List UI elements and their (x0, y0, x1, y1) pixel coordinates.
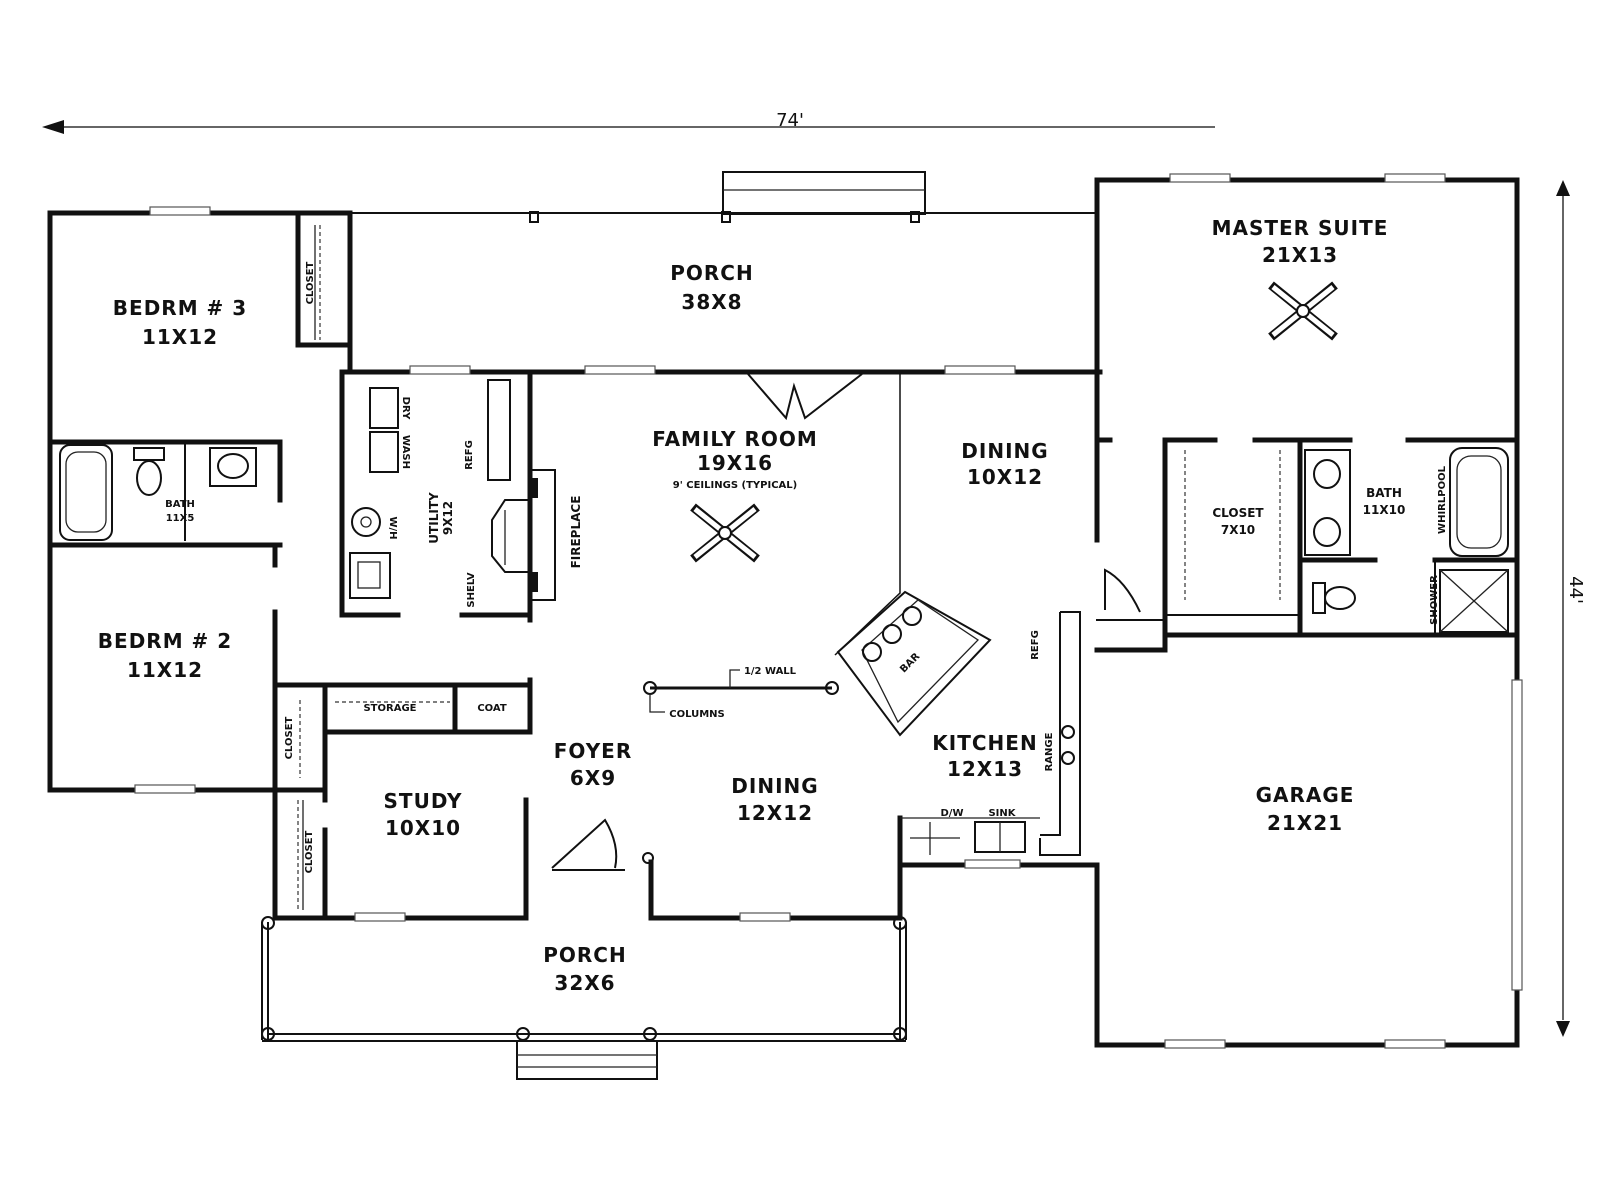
room-bedroom-2: BEDRM # 2 11X12 (98, 629, 232, 682)
master-bath-fixtures (1304, 447, 1509, 633)
bar-label: BAR (898, 651, 922, 675)
room-name: STUDY (384, 789, 463, 813)
fixture-labels: CLOSET CLOSET CLOSET FIREPLACE REFG SHEL… (284, 261, 1448, 873)
sink-label: SINK (988, 808, 1016, 819)
room-size: 11X5 (166, 513, 195, 524)
closet-label: CLOSET (305, 261, 316, 304)
storage-label: STORAGE (363, 703, 416, 714)
room-name: CLOSET (1212, 506, 1264, 520)
dishwasher-label: D/W (941, 808, 964, 819)
shelves-label: SHELV (466, 572, 477, 607)
room-master-suite: MASTER SUITE 21X13 (1212, 216, 1389, 267)
room-size: 6X9 (570, 766, 616, 790)
doors (551, 373, 1141, 871)
water-heater-label: W/H (387, 516, 398, 539)
room-size: 10X10 (385, 816, 461, 840)
room-dining-rear: DINING 10X12 (961, 439, 1048, 489)
refrigerator-label: REFG (464, 440, 475, 470)
room-size: 32X6 (554, 971, 615, 995)
room-utility: UTILITY 9X12 (427, 492, 455, 544)
room-name: BATH (165, 499, 195, 510)
kitchen-fixtures (900, 725, 1075, 855)
room-kitchen: KITCHEN 12X13 (932, 731, 1037, 781)
front-porch (261, 916, 907, 1080)
room-size: 12X13 (947, 757, 1023, 781)
room-rear-porch: PORCH 38X8 (670, 261, 753, 314)
room-master-closet: CLOSET 7X10 (1212, 506, 1264, 537)
interior-walls (47, 210, 1520, 921)
room-size: 7X10 (1221, 523, 1255, 537)
closet-label: CLOSET (304, 830, 315, 873)
room-bedroom-3: BEDRM # 3 11X12 (113, 296, 247, 349)
closet-label: CLOSET (284, 716, 295, 759)
bar-counter (836, 590, 992, 737)
room-size: 11X10 (1363, 503, 1406, 517)
room-foyer: FOYER 6X9 (554, 739, 633, 790)
columns-label: COLUMNS (669, 709, 725, 720)
room-study: STUDY 10X10 (384, 789, 463, 840)
room-size: 10X12 (967, 465, 1043, 489)
whirlpool-label: WHIRLPOOL (1437, 465, 1448, 534)
room-note: 9' CEILINGS (TYPICAL) (673, 480, 797, 491)
closet-rods (297, 225, 1281, 910)
range-label: RANGE (1044, 732, 1055, 771)
room-name: DINING (731, 774, 818, 798)
utility-fixtures (349, 379, 556, 601)
kitchen-refrigerator-label: REFG (1030, 630, 1041, 660)
room-name: FAMILY ROOM (652, 427, 818, 451)
ceiling-fan-icon (1268, 281, 1338, 341)
room-name: BATH (1366, 486, 1402, 500)
room-name: GARAGE (1256, 783, 1355, 807)
room-name: BEDRM # 2 (98, 629, 232, 653)
room-size: 19X16 (697, 451, 773, 475)
room-size: 11X12 (142, 325, 218, 349)
depth-dimension-label: 44' (1565, 576, 1586, 604)
room-size: 9X12 (441, 501, 455, 535)
dryer-label: DRY (400, 397, 411, 420)
room-hall-bath: BATH 11X5 (165, 499, 195, 524)
room-family-room: FAMILY ROOM 19X16 9' CEILINGS (TYPICAL) (652, 427, 818, 491)
width-dimension-label: 74' (776, 110, 804, 131)
room-name: BEDRM # 3 (113, 296, 247, 320)
room-dining-front: DINING 12X12 (731, 774, 818, 825)
half-wall (643, 669, 839, 713)
room-name: DINING (961, 439, 1048, 463)
room-name: UTILITY (427, 492, 441, 544)
room-size: 21X21 (1267, 811, 1343, 835)
room-name: KITCHEN (932, 731, 1037, 755)
hall-bath-fixtures (59, 444, 257, 541)
coat-closet-label: COAT (477, 703, 507, 714)
room-name: PORCH (543, 943, 626, 967)
room-size: 38X8 (681, 290, 742, 314)
room-size: 21X13 (1262, 243, 1338, 267)
fireplace-label: FIREPLACE (569, 496, 583, 569)
room-master-bath: BATH 11X10 (1363, 486, 1406, 517)
room-size: 12X12 (737, 801, 813, 825)
room-garage: GARAGE 21X21 (1256, 783, 1355, 835)
windows (134, 173, 1523, 1049)
washer-label: WASH (400, 435, 411, 469)
shower-label: SHOWER (1429, 575, 1440, 625)
width-dimension: 74' (42, 110, 1215, 134)
room-size: 11X12 (127, 658, 203, 682)
ceiling-fan-icon (690, 503, 760, 563)
room-name: FOYER (554, 739, 633, 763)
depth-dimension: 44' (1556, 180, 1586, 1037)
room-front-porch: PORCH 32X6 (543, 943, 626, 995)
half-wall-label: 1/2 WALL (744, 666, 797, 677)
rear-porch-steps (529, 171, 926, 223)
room-name: PORCH (670, 261, 753, 285)
room-name: MASTER SUITE (1212, 216, 1389, 240)
